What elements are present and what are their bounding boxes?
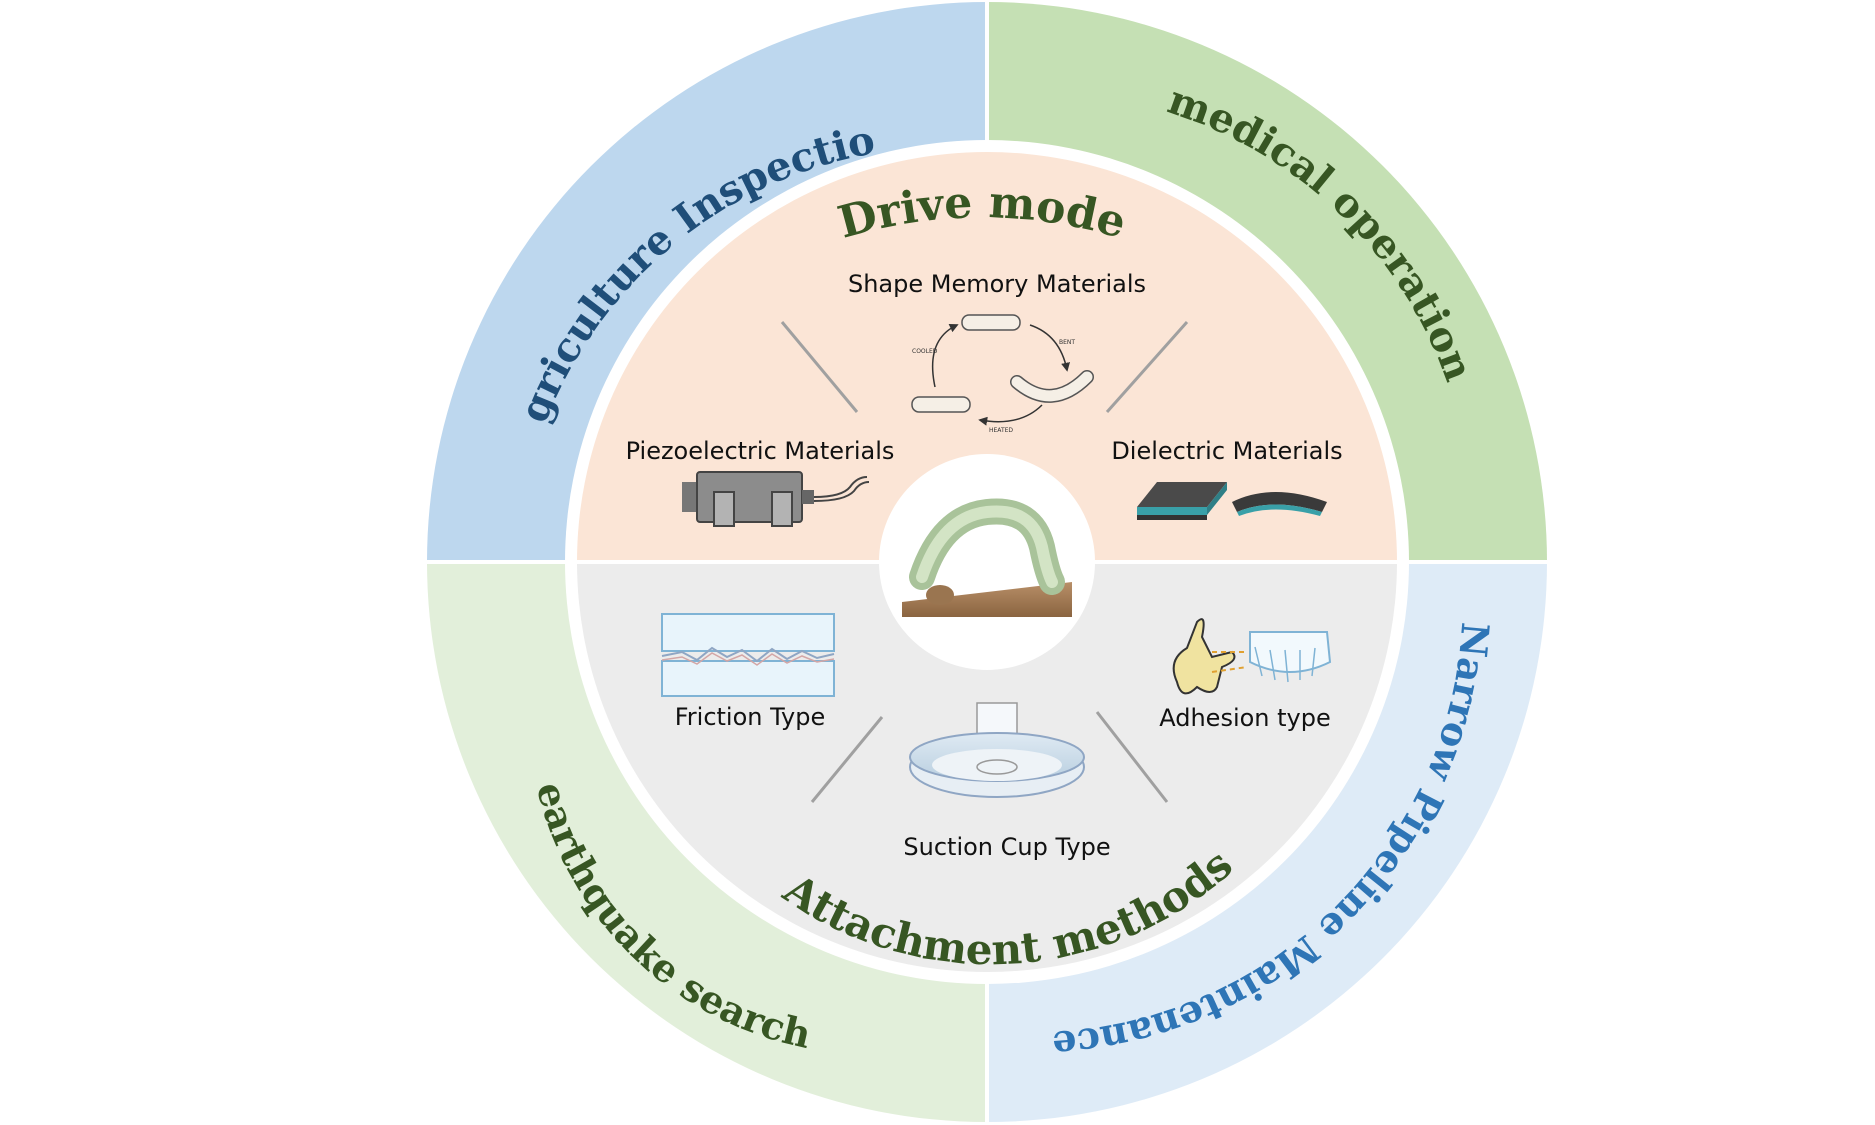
friction-surface-icon — [661, 613, 835, 697]
suction-cup-type-label: Suction Cup Type — [903, 833, 1110, 861]
piezoelectric-label: Piezoelectric Materials — [626, 437, 895, 465]
dielectric-label: Dielectric Materials — [1111, 437, 1342, 465]
drive-divider-left — [780, 321, 859, 413]
piezoelectric-actuator-icon — [682, 471, 870, 527]
friction-type-label: Friction Type — [675, 703, 826, 731]
drive-divider-right — [1105, 321, 1189, 413]
dielectric-materials-icon — [1137, 482, 1327, 520]
adhesion-type-label: Adhesion type — [1159, 704, 1331, 732]
center-circle — [879, 454, 1095, 670]
inchworm-image — [902, 498, 1072, 617]
drive-mode-half — [577, 152, 1397, 562]
heated-label: HEATED — [989, 427, 1013, 434]
attach-divider-left — [810, 716, 884, 803]
shape-memory-label: Shape Memory Materials — [848, 270, 1146, 298]
gecko-foot-icon — [1172, 618, 1332, 695]
attach-divider-right — [1095, 711, 1169, 803]
suction-cup-icon — [909, 702, 1085, 798]
bent-label: BENT — [1059, 339, 1075, 346]
shape-memory-cycle-illustration: COOLED BENT HEATED — [911, 314, 1094, 434]
cooled-label: COOLED — [912, 348, 938, 355]
